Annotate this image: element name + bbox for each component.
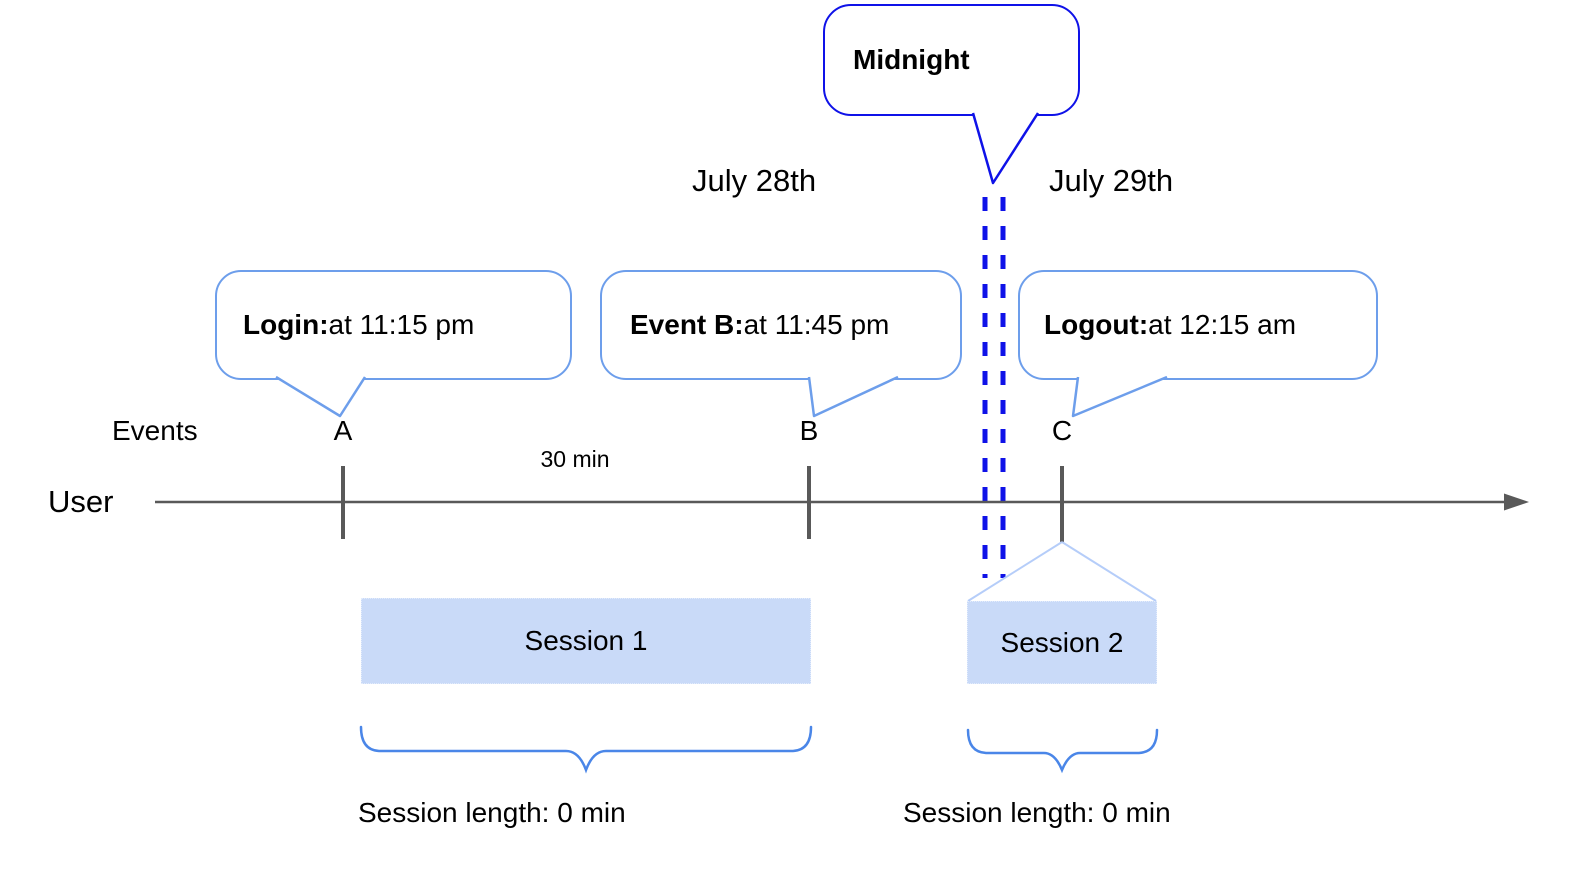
- date-label-july-28: July 28th: [692, 163, 817, 198]
- date-label-july-29: July 29th: [1049, 163, 1174, 198]
- event-b-callout-tail: [807, 375, 899, 418]
- logout-callout-time: at 12:15 am: [1148, 309, 1297, 340]
- session-2-funnel-right-line: [1061, 541, 1157, 602]
- event-mark-a: A: [333, 415, 353, 446]
- logout-callout: Logout: at 12:15 am: [1018, 270, 1378, 380]
- logout-callout-tail: [1071, 375, 1168, 418]
- session-1-box: Session 1: [361, 598, 811, 684]
- events-axis-label: Events: [112, 415, 198, 446]
- login-callout-time: at 11:15 pm: [328, 309, 475, 340]
- session-2-brace: [966, 728, 1159, 774]
- midnight-callout-tail: [971, 112, 1040, 185]
- session-2-length-label: Session length: 0 min: [903, 797, 1171, 828]
- midnight-callout: Midnight: [823, 4, 1080, 116]
- session-1-length-label: Session length: 0 min: [358, 797, 626, 828]
- session-1-label: Session 1: [524, 625, 648, 656]
- event-b-callout-title: Event B:: [630, 309, 744, 340]
- event-b-callout-time: at 11:45 pm: [743, 309, 890, 340]
- login-callout: Login: at 11:15 pm: [215, 270, 572, 380]
- login-callout-title: Login:: [243, 309, 329, 340]
- session-2-label: Session 2: [1000, 626, 1124, 658]
- session-2-box: Session 2: [967, 601, 1157, 684]
- session-1-brace: [359, 725, 813, 774]
- logout-callout-title: Logout:: [1044, 309, 1149, 340]
- event-mark-c: C: [1051, 415, 1073, 446]
- user-axis-label: User: [48, 484, 114, 519]
- midnight-callout-label: Midnight: [853, 44, 970, 75]
- timeline-arrowhead-icon: [1504, 493, 1529, 511]
- event-mark-b: B: [799, 415, 819, 446]
- interval-label-30min: 30 min: [540, 446, 610, 472]
- event-b-callout: Event B: at 11:45 pm: [600, 270, 962, 380]
- login-callout-tail: [275, 375, 367, 418]
- session-2-funnel-left-line: [967, 541, 1063, 602]
